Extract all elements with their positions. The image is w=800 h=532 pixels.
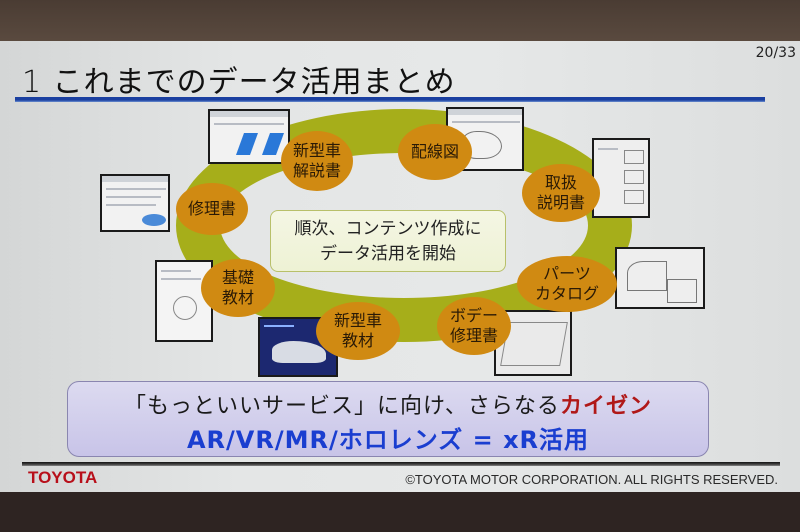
bubble-new-model-guide: 新型車 解説書 (281, 131, 353, 191)
bubble-parts-catalog: パーツ カタログ (517, 256, 617, 312)
footer-divider (22, 462, 780, 466)
bubble-basic-training: 基礎 教材 (201, 259, 275, 317)
bubble-body-repair: ボデー 修理書 (437, 297, 511, 355)
copyright-notice: ©TOYOTA MOTOR CORPORATION. ALL RIGHTS RE… (405, 472, 778, 487)
thumbnail-new-model-guide (208, 109, 290, 164)
banner-accent: カイゼン (559, 394, 652, 419)
banner-line1: 「もっといいサービス」に向け、さらなるカイゼン (124, 394, 652, 419)
bubble-wiring-diagram: 配線図 (398, 124, 472, 180)
thumbnail-parts-catalog (615, 247, 705, 309)
banner-line2: AR/VR/MR/ホロレンズ = xR活用 (186, 426, 590, 454)
bubble-owners-manual: 取扱 説明書 (522, 164, 600, 222)
bubble-repair-manual: 修理書 (176, 183, 248, 235)
thumbnail-owners-manual (592, 138, 650, 218)
presentation-slide: 20/33 1 これまでのデータ活用まとめ (0, 41, 800, 492)
center-message: 順次、コンテンツ作成に データ活用を開始 (270, 210, 506, 272)
key-message-banner: 「もっといいサービス」に向け、さらなるカイゼン AR/VR/MR/ホロレンズ =… (67, 381, 709, 457)
background-top (0, 0, 800, 42)
toyota-logo: TOYOTA (28, 468, 98, 487)
center-message-line1: 順次、コンテンツ作成に (294, 219, 482, 239)
center-message-line2: データ活用を開始 (320, 244, 456, 264)
thumbnail-repair-manual (100, 174, 170, 232)
title-divider (15, 97, 765, 102)
page-number: 20/33 (755, 45, 796, 61)
background-bottom (0, 491, 800, 532)
slide-title: 1 これまでのデータ活用まとめ (22, 65, 456, 100)
bubble-new-model-training: 新型車 教材 (316, 302, 400, 360)
